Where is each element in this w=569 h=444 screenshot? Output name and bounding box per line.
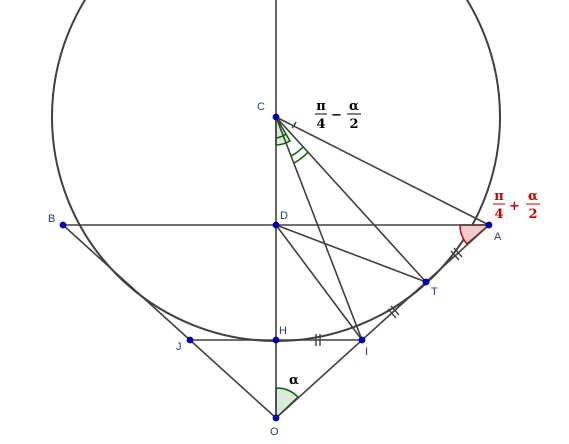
angle-O-label: α — [289, 373, 299, 388]
segment-CI — [275, 116, 363, 341]
segment-OA — [275, 224, 490, 419]
angle-C-left-num: π — [316, 99, 326, 114]
point-D[interactable] — [272, 221, 280, 229]
segment-CA — [275, 116, 490, 226]
point-B[interactable] — [59, 221, 67, 229]
angle-A-label: π 4 + α 2 — [493, 189, 540, 222]
point-I[interactable] — [358, 336, 366, 344]
point-O[interactable] — [272, 414, 280, 422]
angle-C-arc3-outer — [291, 121, 297, 129]
angle-A-op: + — [509, 199, 520, 214]
label-J: J — [176, 341, 182, 353]
label-D: D — [280, 210, 288, 222]
angle-C-label: π 4 − α 2 — [315, 99, 361, 132]
label-B: B — [48, 213, 55, 225]
point-H[interactable] — [272, 336, 280, 344]
angle-C-left-den: 4 — [316, 117, 325, 132]
segment-DT — [275, 224, 427, 283]
angle-C-op: − — [331, 108, 342, 123]
tick-TA-2 — [453, 247, 463, 258]
segment-DI — [275, 224, 363, 341]
tick-IT-2 — [390, 305, 400, 316]
angle-O-marker — [275, 387, 300, 420]
segments — [62, 0, 490, 419]
tick-TA-1 — [450, 250, 460, 261]
label-T: T — [431, 286, 438, 298]
segment-BO — [62, 224, 277, 419]
angle-A-left-den: 4 — [494, 207, 503, 222]
angle-A-left-num: π — [494, 189, 504, 204]
label-O: O — [270, 426, 279, 438]
tick-IT-1 — [387, 308, 397, 319]
angle-C-right-den: 2 — [349, 117, 358, 132]
point-C[interactable] — [272, 113, 280, 121]
points — [59, 113, 493, 422]
label-I: I — [365, 346, 368, 358]
angle-C-right-num: α — [349, 99, 359, 114]
label-C: C — [257, 101, 265, 113]
tick-marks — [315, 247, 463, 346]
angle-A-right-num: α — [528, 189, 538, 204]
angle-A-right-den: 2 — [528, 207, 537, 222]
segment-CT — [275, 116, 427, 283]
point-J[interactable] — [186, 336, 194, 344]
point-A[interactable] — [485, 221, 493, 229]
point-T[interactable] — [422, 278, 430, 286]
angle-A-marker — [459, 224, 492, 246]
label-A: A — [494, 231, 502, 243]
label-H: H — [279, 325, 287, 337]
angle-C-arc2-inner — [290, 146, 304, 157]
